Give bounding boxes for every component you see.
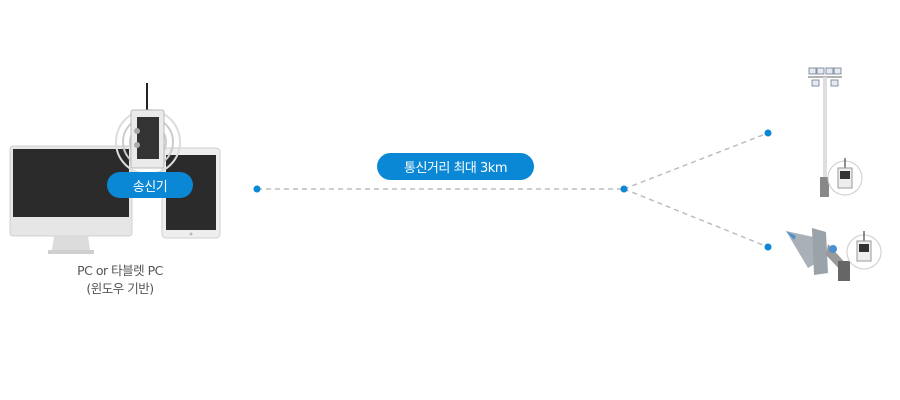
branch-line-gate — [623, 188, 769, 248]
transmitter-device-icon — [115, 83, 181, 175]
connection-lines — [257, 132, 769, 248]
branch-line-pole — [623, 132, 769, 190]
pc-caption-line1: PC or 타블렛 PC — [77, 263, 163, 278]
node-dot-start — [253, 185, 261, 193]
node-dot-split — [620, 185, 628, 193]
transmitter-badge: 송신기 — [107, 172, 193, 198]
node-dot-gate — [764, 243, 772, 251]
range-label: 통신거리 최대 3km — [404, 161, 508, 176]
pc-caption-line2: (윈도우 기반) — [86, 281, 154, 296]
monitor-icon — [9, 145, 133, 254]
transmitter-label: 송신기 — [132, 179, 168, 195]
pc-caption: PC or 타블렛 PC (윈도우 기반) — [40, 262, 200, 298]
range-badge: 통신거리 최대 3km — [377, 153, 534, 180]
light-pole-icon — [808, 67, 863, 197]
barrier-gate-icon — [786, 228, 882, 281]
node-dot-pole — [764, 129, 772, 137]
